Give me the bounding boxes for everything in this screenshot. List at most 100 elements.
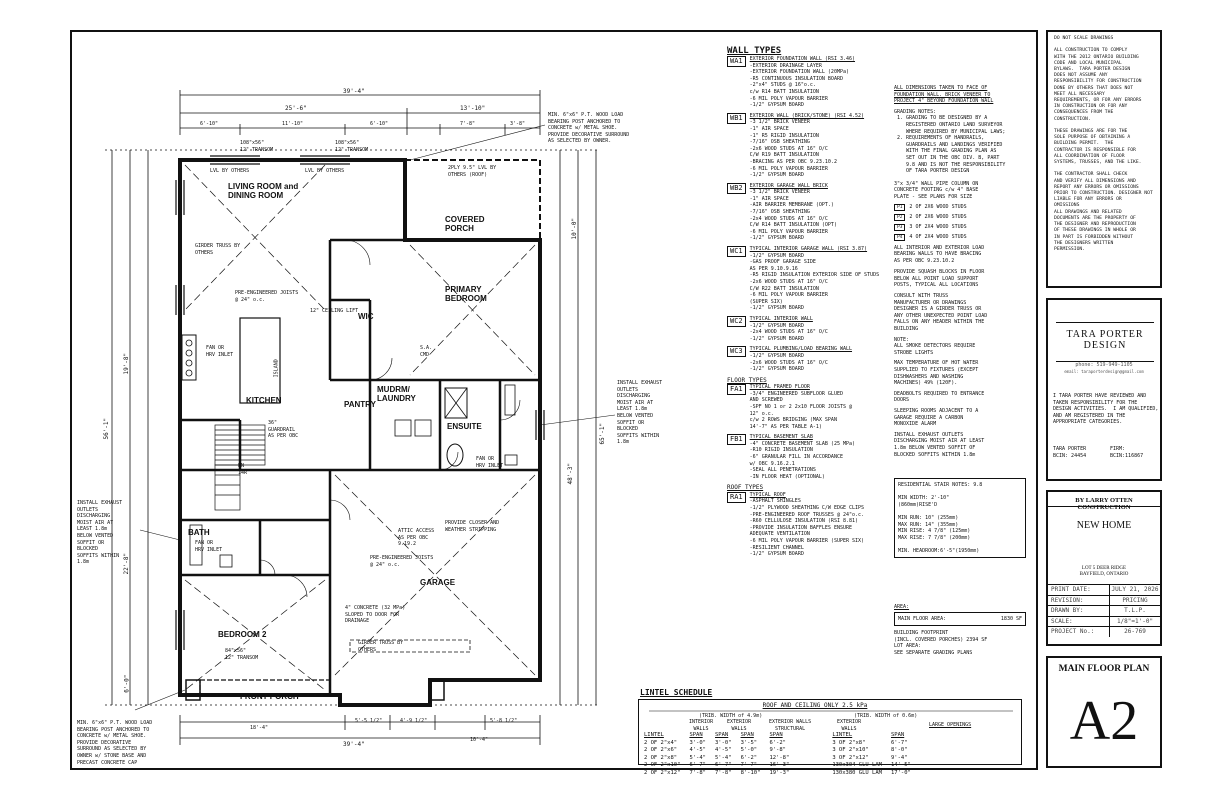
slab-label: 4" CONCRETE (32 MPa) SLOPED TO DOOR FOR …	[345, 605, 406, 625]
smoke-detector-note: NOTE: ALL SMOKE DETECTORS REQUIRE STROBE…	[894, 336, 976, 356]
post-symbol-icon: P2	[894, 213, 906, 221]
dim-right-a: 48'-3"	[567, 462, 575, 485]
dim-top-c5: 3'-8"	[510, 121, 526, 127]
lintel-subheader: SPAN	[689, 732, 703, 738]
disclaimer-text: DO NOT SCALE DRAWINGS ALL CONSTRUCTION T…	[1054, 36, 1153, 252]
project-info-label: PRINT DATE:	[1048, 585, 1110, 595]
designer-logo: TARA PORTER DESIGN	[1056, 322, 1154, 362]
lintel-cell: 3 OF 2"x12"	[832, 754, 869, 761]
project-info-value: 1/8"=1'-0"	[1116, 617, 1154, 625]
post-symbol-icon: P4	[894, 233, 906, 241]
lintel-divider	[649, 710, 1013, 712]
lintel-cell: 5'-0"	[740, 747, 758, 753]
lintel-col-exterior-2: EXTERIOR WALLS	[837, 719, 862, 732]
lintel-cell: 6'-7"	[890, 739, 908, 746]
logo-line-1: TARA PORTER	[1066, 329, 1144, 340]
area-title: AREA:	[894, 604, 910, 610]
bcin-firm: FIRM: BCIN:116867	[1110, 446, 1144, 459]
lvl-label-2: LVL BY OTHERS	[305, 168, 345, 174]
project-name: NEW HOME	[1076, 520, 1132, 531]
lintel-cell: 130x380 GLU LAM	[832, 769, 882, 776]
floor-type-spec: TYPICAL FRAMED FLOOR-3/4" ENGINEERED SUB…	[750, 384, 852, 430]
room-kitchen: KITCHEN	[246, 396, 282, 405]
lintel-cell: 9'-4"	[890, 754, 908, 761]
post-symbol-icon: P3	[894, 223, 906, 231]
smoke-alarm-label: S.A. CMD	[420, 345, 433, 358]
drawing-sheet	[70, 30, 1038, 770]
ceiling-lift-label: 12" CEILING LIFT	[310, 308, 359, 314]
exhaust-note: INSTALL EXHAUST OUTLETS DISCHARGING MOIS…	[894, 431, 985, 458]
room-bath: BATH	[188, 528, 210, 537]
designer-email: email: taraporterdesign@gmail.com	[1064, 369, 1144, 374]
wall-type-tag: WC2	[727, 315, 746, 327]
lintel-cell: 3'-0"	[715, 739, 732, 746]
wall-type-tag: WC1	[727, 246, 746, 258]
dim-left-b: 22'-8"	[123, 552, 131, 575]
area-row: MAIN FLOOR AREA: 1830 SF	[894, 611, 1026, 627]
deadbolt-note: DEADBOLTS REQUIRED TO ENTRANCE DOORS	[894, 390, 985, 404]
builder-name: BY LARRY OTTEN CONSTRUCTION	[1075, 497, 1133, 511]
wall-type-tag: WB1	[727, 112, 746, 124]
column-note: 3"x 3/4" WALL PIPE COLUMN ON CONCRETE FO…	[894, 180, 979, 200]
wall-types-title: WALL TYPES	[727, 46, 782, 56]
roof-type-spec: TYPICAL ROOF-ASPHALT SHINGLES -1/2" PLYW…	[750, 492, 864, 558]
post-note-bottom: MIN. 6"x6" P.T. WOOD LOAD BEARING POST A…	[77, 720, 153, 766]
lintel-subheader: SPAN	[740, 732, 754, 738]
wall-type-layers: -EXTERIOR DRAINAGE LAYER -EXTERIOR FOUND…	[749, 62, 849, 109]
lintel-trib-1: (TRIB. WIDTH of 4.9m)	[699, 713, 763, 719]
designer-panel: TARA PORTER DESIGN phone: 519-949-1105 e…	[1046, 298, 1162, 481]
dim-right-b: 10'-0"	[571, 217, 579, 240]
lintel-cell: 17'-0"	[890, 769, 911, 776]
grading-notes: GRADING NOTES: 1. GRADING TO BE DESIGNED…	[894, 108, 1006, 175]
dim-top-c3: 6'-10"	[370, 121, 389, 127]
disclaimer-panel: DO NOT SCALE DRAWINGS ALL CONSTRUCTION T…	[1046, 30, 1162, 288]
project-info-label: DRAWN BY:	[1048, 606, 1110, 616]
lintel-row: 2 OF 2"x4"3'-0"3'-0"3'-5"6'-2"3 OF 2"x8"…	[641, 740, 917, 748]
room-mudroom-laundry: MUDRM/ LAUNDRY	[377, 385, 416, 403]
lintel-cell: 7'-8"	[689, 769, 706, 776]
sheet-number: A2	[1069, 690, 1139, 752]
lintel-cell: 3 OF 2"x10"	[832, 747, 869, 753]
wall-type-tag: WB2	[727, 182, 746, 194]
truss-note: CONSULT WITH TRUSS MANUFACTURER OR DRAWI…	[894, 293, 988, 333]
stud-legend-label: 2 OF 2X6 WOOD STUDS	[909, 213, 967, 220]
lintel-subheader: LINTEL	[832, 732, 853, 738]
lintel-cell: 6'-2"	[740, 754, 758, 761]
floor-type-title: TYPICAL FRAMED FLOOR	[749, 384, 810, 391]
dim-top-a: 25'-6"	[285, 105, 307, 112]
exhaust-note-right: INSTALL EXHAUST OUTLETS DISCHARGING MOIS…	[617, 380, 663, 446]
project-info-value: PRICING	[1122, 596, 1148, 604]
fan-label-3: FAN OR HRV INLET	[195, 540, 223, 553]
transom-label-2: 108"x56" 12" TRANSOM	[335, 140, 369, 153]
room-covered-porch: COVERED PORCH	[445, 215, 485, 233]
lintel-cell: 8'-0"	[890, 747, 908, 753]
floor-type-spec: TYPICAL BASEMENT SLAB-4" CONCRETE BASEME…	[750, 434, 855, 480]
main-floor-area-value: 1830 SF	[1000, 615, 1022, 622]
floor-plan	[105, 90, 616, 745]
wall-type-tag: WA1	[727, 56, 746, 67]
area-box: AREA: MAIN FLOOR AREA: 1830 SF BUILDING …	[894, 604, 1026, 657]
room-pantry: PANTRY	[344, 400, 376, 409]
lintel-subheader: LINTEL	[644, 732, 664, 738]
lintel-cell: 2 OF 2"x4"	[644, 739, 678, 746]
project-info-row: PROJECT No.:26-769	[1048, 626, 1160, 637]
wall-type-title: TYPICAL INTERIOR WALL	[749, 315, 813, 322]
dim-left-a: 19'-8"	[123, 352, 131, 375]
fan-label-2: FAN OR HRV INLET	[476, 456, 504, 469]
bcin-name: TARA PORTER BCIN: 24454	[1053, 446, 1087, 459]
project-address: LOT 5 DEER RIDGE BAYFIELD, ONTARIO	[1079, 566, 1129, 577]
room-primary-bedroom: PRIMARY BEDROOM	[445, 285, 487, 303]
lintel-row: 2 OF 2"x12"7'-8"7'-8"8'-10"19'-3"130x380…	[641, 770, 917, 778]
co-alarm-note: SLEEPING ROOMS ADJACENT TO A GARAGE REQU…	[894, 407, 979, 428]
wall-type-title: EXTERIOR GARAGE WALL BRICK	[749, 182, 828, 189]
roof-types-title: ROOF TYPES	[727, 484, 764, 492]
wall-type-spec: EXTERIOR GARAGE WALL BRICK-3 1/2" BRICK …	[750, 183, 837, 242]
dim-bot-total: 39'-4"	[343, 741, 365, 748]
lintel-schedule-box: ROOF AND CEILING ONLY 2.5 kPa (TRIB. WID…	[638, 699, 1022, 776]
